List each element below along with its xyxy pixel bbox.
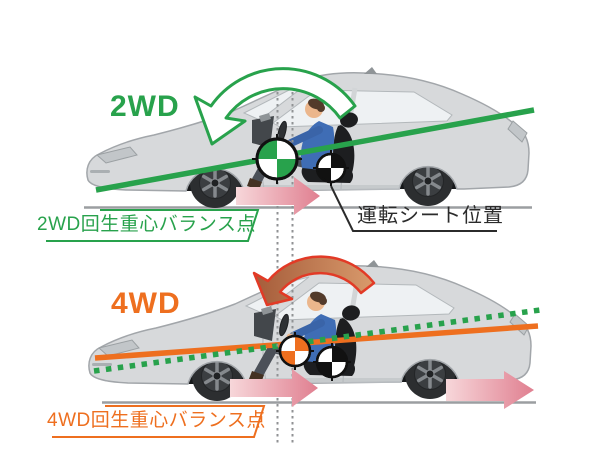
cg-marker-2wd-balance	[252, 134, 302, 184]
balance-line-4wd	[94, 323, 539, 361]
cg-marker-driver-bottom	[313, 343, 351, 381]
regen-force-arrow-4wd-rear	[446, 371, 534, 409]
balance-label-box-2wd	[46, 209, 260, 242]
balance-label-box-4wd	[52, 405, 266, 438]
4wd-balance-label: 4WD回生重心バランス点	[47, 410, 266, 431]
cg-marker-driver-top	[313, 150, 349, 186]
regen-force-arrow-4wd-front	[230, 369, 318, 407]
balance-line-2wd	[95, 107, 535, 193]
2wd-balance-label: 2WD回生重心バランス点	[37, 214, 256, 235]
regen-force-arrow-2wd-front	[236, 177, 320, 215]
pitch-rotation-arrow-2wd-icon	[193, 67, 357, 146]
cg-marker-4wd-balance	[276, 332, 314, 370]
4wd-title: 4WD	[111, 287, 181, 320]
pitch-rotation-arrow-4wd-icon	[252, 255, 376, 307]
seat-position-label: 運転シート位置	[357, 205, 504, 227]
balance-line-2wd-reference-dotted	[93, 307, 541, 374]
2wd-title: 2WD	[110, 90, 180, 123]
seat-label-leader-line	[330, 185, 497, 232]
